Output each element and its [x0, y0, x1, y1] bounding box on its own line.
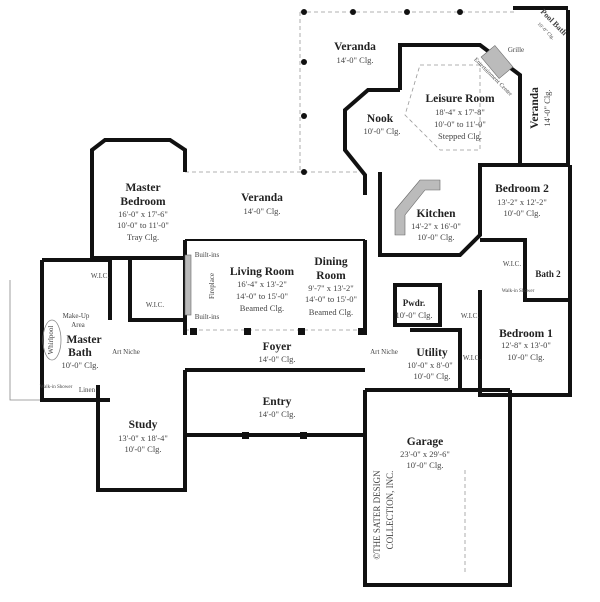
svg-text:10'-0" Clg.: 10'-0" Clg. [417, 232, 454, 242]
room-bedroom-2: Bedroom 2 13'-2" x 12'-2" 10'-0" Clg. [495, 183, 549, 218]
svg-text:Garage: Garage [407, 436, 443, 448]
makeup-area-label: Make-Up Area [63, 312, 90, 329]
svg-text:Bedroom 1: Bedroom 1 [499, 328, 553, 340]
builtins-label: Built-ins [195, 251, 220, 259]
svg-text:Foyer: Foyer [263, 341, 292, 353]
room-bedroom-1: Bedroom 1 12'-8" x 13'-0" 10'-0" Clg. [499, 328, 553, 362]
svg-text:10'-0" x 8'-0": 10'-0" x 8'-0" [407, 360, 452, 370]
fireplace-label: Fireplace [208, 273, 216, 299]
svg-text:10'-0" Clg.: 10'-0" Clg. [507, 352, 544, 362]
room-utility: Utility 10'-0" x 8'-0" 10'-0" Clg. [407, 347, 452, 381]
whirlpool-label: Whirlpool [47, 326, 55, 355]
svg-text:10'-0" Clg.: 10'-0" Clg. [413, 371, 450, 381]
svg-text:13'-2" x 12'-2": 13'-2" x 12'-2" [497, 197, 547, 207]
svg-text:10'-0" Clg.: 10'-0" Clg. [406, 460, 443, 470]
room-veranda-right: Veranda 14'-0" Clg. [529, 87, 552, 129]
linen-label: Linen [79, 386, 96, 394]
art-niche-label: Art Niche [370, 348, 398, 356]
svg-text:10'-0" Clg.: 10'-0" Clg. [503, 208, 540, 218]
wic-label: W.I.C. [461, 312, 479, 320]
room-living: Living Room 16'-4" x 13'-2" 14'-0" to 15… [230, 266, 295, 313]
svg-text:Bath: Bath [68, 347, 92, 359]
svg-text:14'-0" Clg.: 14'-0" Clg. [336, 55, 373, 65]
svg-text:Veranda: Veranda [241, 192, 283, 204]
room-garage: Garage 23'-0" x 29'-6" 10'-0" Clg. [400, 436, 450, 470]
svg-text:14'-0" to 15'-0": 14'-0" to 15'-0" [305, 294, 357, 304]
svg-text:18'-4" x 17'-8": 18'-4" x 17'-8" [435, 107, 485, 117]
room-veranda-mid: Veranda 14'-0" Clg. [241, 192, 283, 216]
room-master-bedroom: Master Bedroom 16'-0" x 17'-6" 10'-0" to… [117, 182, 169, 242]
wic-label: W.I.C. [503, 260, 521, 268]
svg-text:Kitchen: Kitchen [417, 208, 457, 220]
svg-text:Bedroom: Bedroom [120, 196, 166, 208]
room-master-bath: Master Bath 10'-0" Clg. [61, 334, 101, 370]
fixtures [42, 45, 514, 361]
room-leisure: Leisure Room 18'-4" x 17'-8" 10'-0" to 1… [425, 93, 495, 141]
svg-text:10'-0" Clg.: 10'-0" Clg. [124, 444, 161, 454]
wic-label: W.I.C. [463, 354, 481, 362]
svg-text:12'-8" x 13'-0": 12'-8" x 13'-0" [501, 340, 551, 350]
room-powder: Pwdr. 10'-0" Clg. [395, 298, 432, 320]
svg-text:Bedroom 2: Bedroom 2 [495, 183, 549, 195]
svg-text:Leisure Room: Leisure Room [425, 93, 495, 105]
svg-text:Pwdr.: Pwdr. [403, 298, 425, 308]
room-veranda-top: Veranda 14'-0" Clg. [334, 41, 376, 65]
svg-text:16'-4" x 13'-2": 16'-4" x 13'-2" [237, 279, 287, 289]
room-bath-2: Bath 2 [535, 269, 561, 279]
room-foyer: Foyer 14'-0" Clg. [258, 341, 295, 364]
svg-text:Nook: Nook [367, 113, 394, 125]
room-dining: Dining Room 9'-7" x 13'-2" 14'-0" to 15'… [305, 256, 357, 317]
room-nook: Nook 10'-0" Clg. [363, 113, 400, 136]
dashed-outlines [9, 11, 515, 575]
svg-text:10'-0" Clg.: 10'-0" Clg. [395, 310, 432, 320]
svg-text:Veranda: Veranda [529, 87, 541, 129]
svg-text:14'-0" Clg.: 14'-0" Clg. [258, 409, 295, 419]
svg-text:Beamed Clg.: Beamed Clg. [309, 307, 353, 317]
room-entry: Entry 14'-0" Clg. [258, 396, 295, 419]
svg-text:Utility: Utility [416, 347, 448, 359]
art-niche-label: Art Niche [112, 348, 140, 356]
svg-text:10'-0" to 11'-0": 10'-0" to 11'-0" [434, 119, 486, 129]
room-pool-bath: Pool Bath 10'-0" Clg. [536, 7, 569, 41]
walkin-shower-label: Walk-in Shower [502, 289, 535, 294]
svg-text:Living Room: Living Room [230, 266, 295, 278]
svg-text:©THE SATER DESIGN: ©THE SATER DESIGN [372, 470, 382, 560]
svg-text:Stepped Clg.: Stepped Clg. [438, 131, 482, 141]
grille-label: Grille [508, 46, 524, 54]
room-study: Study 13'-0" x 18'-4" 10'-0" Clg. [118, 419, 168, 454]
svg-text:Room: Room [316, 270, 346, 282]
wic-label: W.I.C. [146, 301, 164, 309]
svg-text:Make-Up: Make-Up [63, 312, 90, 320]
svg-text:Master: Master [125, 182, 160, 194]
svg-text:13'-0" x 18'-4": 13'-0" x 18'-4" [118, 433, 168, 443]
svg-text:Veranda: Veranda [334, 41, 376, 53]
svg-text:14'-0" Clg.: 14'-0" Clg. [243, 206, 280, 216]
svg-text:Area: Area [71, 321, 85, 329]
columns [190, 9, 463, 439]
svg-text:Tray Clg.: Tray Clg. [127, 232, 159, 242]
svg-text:23'-0" x 29'-6": 23'-0" x 29'-6" [400, 449, 450, 459]
wic-label: W.I.C. [91, 272, 109, 280]
copyright: ©THE SATER DESIGN COLLECTION, INC. [372, 470, 395, 560]
svg-text:10'-0" Clg.: 10'-0" Clg. [363, 126, 400, 136]
svg-text:16'-0" x 17'-6": 16'-0" x 17'-6" [118, 209, 168, 219]
builtins-label: Built-ins [195, 313, 220, 321]
svg-text:14'-0" to 15'-0": 14'-0" to 15'-0" [236, 291, 288, 301]
svg-text:Master: Master [66, 334, 101, 346]
svg-text:COLLECTION, INC.: COLLECTION, INC. [385, 471, 395, 550]
svg-text:10'-0" Clg.: 10'-0" Clg. [61, 360, 98, 370]
svg-text:Beamed Clg.: Beamed Clg. [240, 303, 284, 313]
walkin-shower-label: Walk-in Shower [40, 385, 73, 390]
svg-text:9'-7" x 13'-2": 9'-7" x 13'-2" [308, 283, 353, 293]
svg-text:Study: Study [129, 419, 158, 431]
svg-text:14'-0" Clg.: 14'-0" Clg. [258, 354, 295, 364]
svg-text:Dining: Dining [314, 256, 347, 268]
svg-text:14'-2" x 16'-0": 14'-2" x 16'-0" [411, 221, 461, 231]
svg-text:14'-0" Clg.: 14'-0" Clg. [542, 89, 552, 126]
svg-text:10'-0" to 11'-0": 10'-0" to 11'-0" [117, 220, 169, 230]
room-kitchen: Kitchen 14'-2" x 16'-0" 10'-0" Clg. [411, 208, 461, 242]
svg-text:Entry: Entry [263, 396, 292, 408]
